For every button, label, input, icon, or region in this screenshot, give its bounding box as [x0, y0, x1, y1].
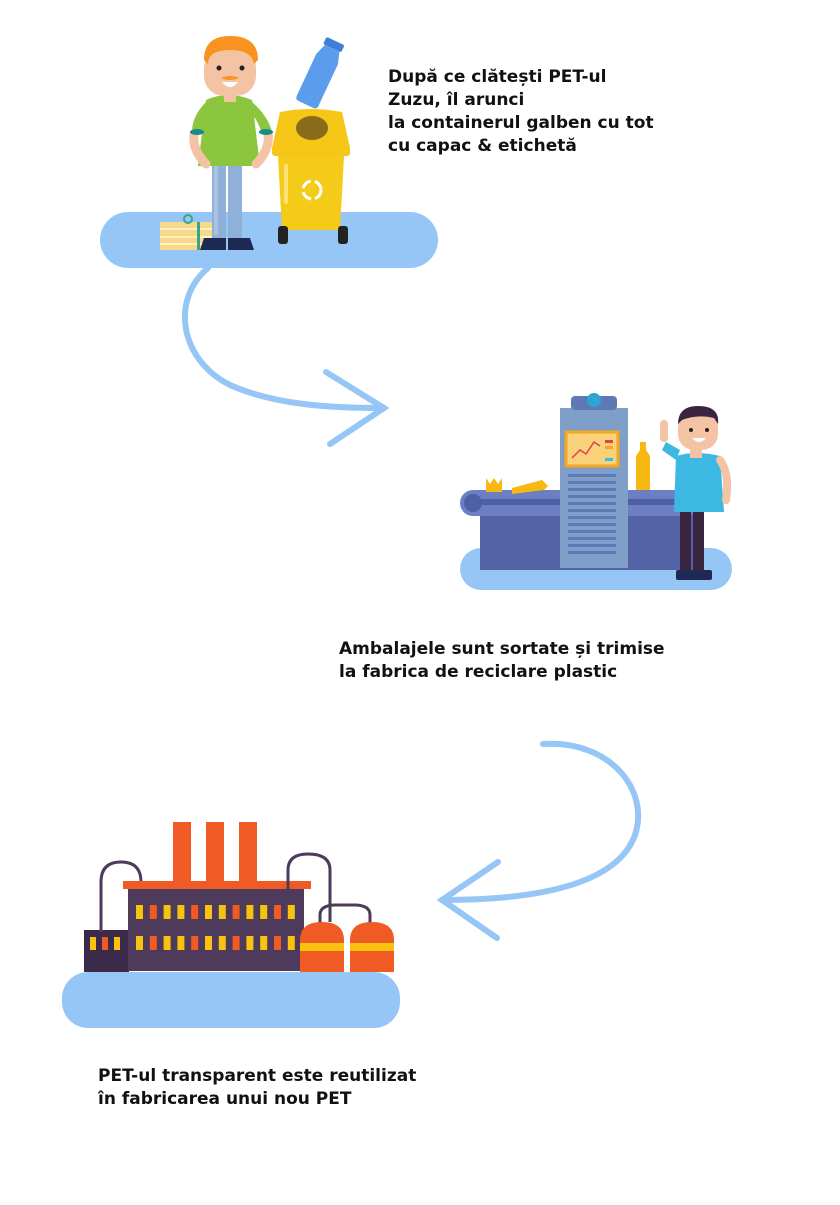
- factory-window: [232, 936, 240, 950]
- arrow-down-left-icon: [436, 740, 642, 941]
- factory-window: [218, 936, 226, 950]
- factory-window: [232, 905, 240, 919]
- step-2-illustration: [460, 393, 732, 590]
- factory-window: [177, 905, 185, 919]
- factory-window: [287, 936, 295, 950]
- factory-window: [136, 936, 143, 950]
- factory-window: [149, 905, 157, 919]
- step-2-caption: Ambalajele sunt sortate și trimise la fa…: [339, 639, 665, 682]
- person-icon: [189, 36, 273, 250]
- worker-icon: [660, 406, 732, 580]
- step-3-caption: PET-ul transparent este reutilizat în fa…: [98, 1066, 417, 1109]
- factory-windows: [136, 905, 295, 950]
- factory-window: [274, 936, 281, 950]
- factory-window: [191, 905, 199, 919]
- factory-window: [149, 936, 157, 950]
- platform-3: [62, 972, 400, 1028]
- factory-window: [287, 905, 295, 919]
- factory-window: [246, 905, 254, 919]
- factory-window: [205, 936, 212, 950]
- factory-window: [205, 905, 212, 919]
- factory-window: [260, 905, 268, 919]
- factory-window: [163, 936, 171, 950]
- step-1-illustration: [100, 36, 438, 268]
- factory-window: [163, 905, 171, 919]
- factory-window: [218, 905, 226, 919]
- factory-window: [191, 936, 199, 950]
- step-3-illustration: [62, 822, 400, 1028]
- bottle-icon: [296, 37, 344, 109]
- step-1-caption: După ce clătești PET-ul Zuzu, îl arunci …: [388, 67, 654, 156]
- factory-window: [260, 936, 268, 950]
- factory-window: [274, 905, 281, 919]
- factory-window: [246, 936, 254, 950]
- arrow-down-right-icon: [182, 265, 390, 447]
- factory-window: [177, 936, 185, 950]
- yellow-recycling-bin-icon: [272, 109, 350, 244]
- platform-1: [100, 212, 438, 268]
- factory-window: [136, 905, 143, 919]
